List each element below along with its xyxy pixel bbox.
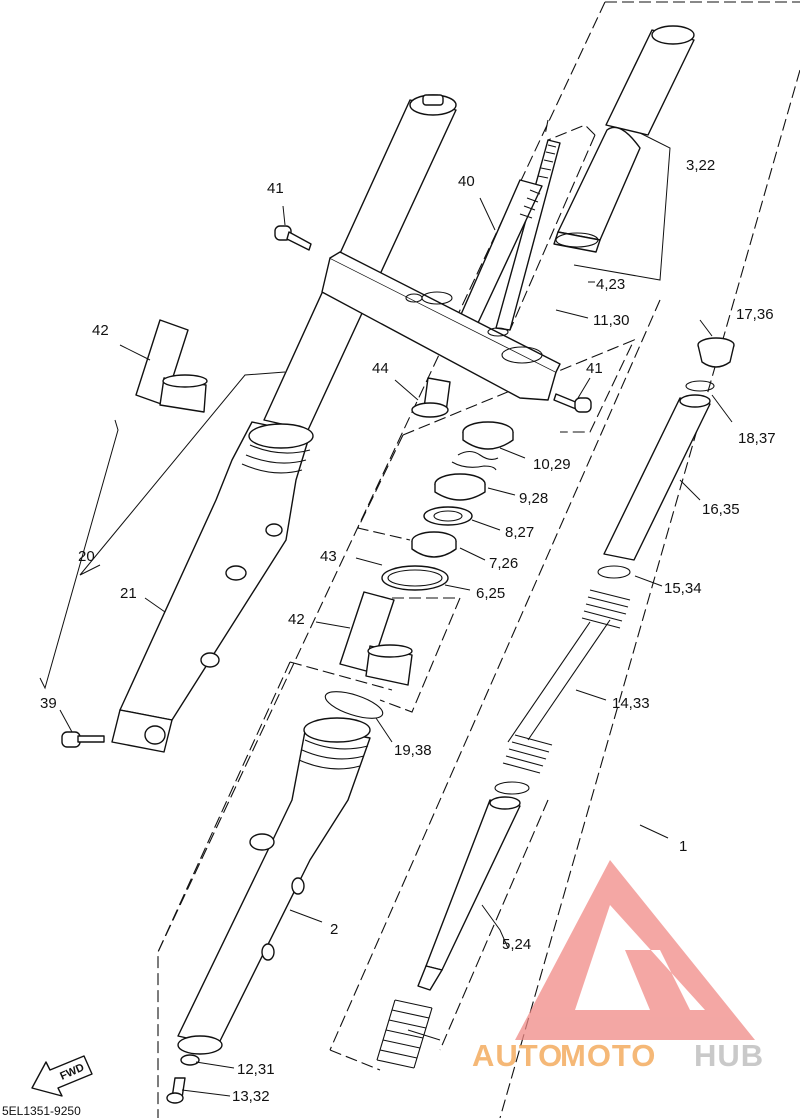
fwd-direction-arrow: FWD	[31, 1055, 93, 1097]
damper-rod-5-24-part	[417, 796, 521, 991]
watermark-text-hub: HUB	[694, 1038, 764, 1073]
bolt-39-part	[61, 731, 105, 748]
callout-42-upper: 42	[92, 322, 109, 339]
callout-3-22: 3,22	[686, 157, 715, 174]
callout-43: 43	[320, 548, 337, 565]
callout-4-23: 4,23	[596, 276, 625, 293]
steering-stem-part	[451, 139, 561, 341]
leader-lines	[39, 132, 733, 1097]
watermark-text-auto: AUTO	[472, 1038, 563, 1073]
callout-1: 1	[679, 838, 687, 855]
outer-tube-lower-part	[177, 717, 371, 1055]
callout-41-right: 41	[586, 360, 603, 377]
callout-16-35: 16,35	[702, 501, 740, 518]
fork-spring-14-33-part	[494, 589, 631, 795]
callout-44: 44	[372, 360, 389, 377]
callout-13-32: 13,32	[232, 1088, 270, 1105]
callout-19-38: 19,38	[394, 742, 432, 759]
callout-41-left: 41	[267, 180, 284, 197]
callout-2: 2	[330, 921, 338, 938]
washer-12-31-part	[180, 1054, 200, 1066]
callout-6-25: 6,25	[476, 585, 505, 602]
callout-5-24: 5,24	[502, 936, 531, 953]
cover-42-lower-part	[339, 591, 413, 686]
spacer-16-35-part	[603, 394, 711, 561]
callout-14-33: 14,33	[612, 695, 650, 712]
callout-17-36: 17,36	[736, 306, 774, 323]
assembly-boundary-damper	[509, 119, 596, 331]
callout-15-34: 15,34	[664, 580, 702, 597]
cap-bolt-17-36-part	[685, 337, 735, 392]
callout-8-27: 8,27	[505, 524, 534, 541]
callout-12-31: 12,31	[237, 1061, 275, 1078]
callout-39: 39	[40, 695, 57, 712]
watermark-logo: AUTO MOTO HUB	[472, 860, 764, 1073]
assembly-boundary-inner	[329, 299, 661, 1071]
watermark-triangle-shape	[515, 860, 755, 1040]
callout-18-37: 18,37	[738, 430, 776, 447]
washer-15-34-part	[597, 565, 631, 579]
bearing-stack-part	[381, 421, 514, 591]
upper-bracket-part	[321, 251, 561, 401]
bolt-41-left-part	[274, 225, 312, 251]
document-code: 5EL1351-9250	[2, 1104, 81, 1118]
cap-nut-44-part	[411, 377, 451, 418]
outer-tube-left-part	[111, 421, 314, 753]
callout-10-29: 10,29	[533, 456, 571, 473]
cover-42-upper-part	[135, 319, 208, 413]
assembly-boundary-outer-tube	[157, 661, 393, 953]
bolt-41-right-part	[553, 393, 592, 413]
o-ring-19-38-part	[324, 691, 384, 719]
callout-42-lower: 42	[288, 611, 305, 628]
bolt-13-32-part	[166, 1077, 186, 1104]
callout-20: 20	[78, 548, 95, 565]
callout-9-28: 9,28	[519, 490, 548, 507]
callout-40: 40	[458, 173, 475, 190]
fork-tube-upper-part	[553, 25, 695, 253]
rebound-spring-part	[376, 999, 433, 1069]
callout-11-30: 11,30	[593, 312, 629, 329]
callout-21: 21	[120, 585, 137, 602]
watermark-text-moto: MOTO	[560, 1038, 656, 1073]
callout-7-26: 7,26	[489, 555, 518, 572]
